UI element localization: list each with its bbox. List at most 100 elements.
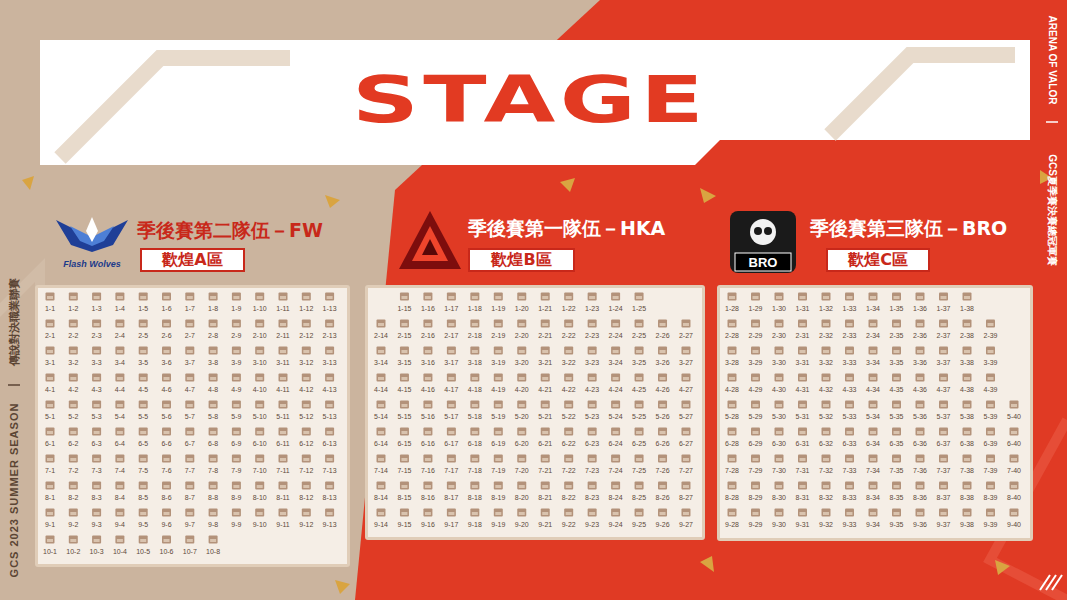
seat-number: 4-1 bbox=[45, 386, 55, 393]
seat-back bbox=[494, 401, 503, 409]
seat-icon bbox=[611, 320, 620, 328]
seat-icon bbox=[255, 509, 264, 517]
seat-number: 1-33 bbox=[842, 305, 856, 312]
seat-back bbox=[939, 482, 948, 490]
seat-number: 6-31 bbox=[795, 440, 809, 447]
fw-logo bbox=[56, 217, 128, 252]
seat-icon bbox=[869, 374, 878, 382]
seat-icon bbox=[447, 428, 456, 436]
seat-icon bbox=[325, 347, 334, 355]
seat-number: 1-21 bbox=[538, 305, 552, 312]
seat-cushion bbox=[683, 350, 689, 353]
seat-cushion bbox=[519, 296, 525, 299]
seat-back bbox=[611, 482, 620, 490]
seat-icon bbox=[939, 401, 948, 409]
seat-icon bbox=[69, 401, 78, 409]
seat-cushion bbox=[495, 404, 501, 407]
seat-cushion bbox=[327, 323, 333, 326]
seat-icon bbox=[400, 428, 409, 436]
seat-number: 2-24 bbox=[609, 332, 623, 339]
seat-cushion bbox=[753, 404, 759, 407]
seat-back bbox=[588, 293, 597, 301]
seat-back bbox=[447, 374, 456, 382]
confetti-piece bbox=[995, 560, 1010, 575]
seat-back bbox=[822, 374, 831, 382]
seat-number: 8-37 bbox=[936, 494, 950, 501]
seat-cushion bbox=[988, 458, 994, 461]
seat-icon bbox=[325, 428, 334, 436]
logo-shape bbox=[422, 239, 438, 255]
seat-back bbox=[46, 482, 55, 490]
seat-back bbox=[775, 455, 784, 463]
seat-back bbox=[963, 455, 972, 463]
seat-cushion bbox=[280, 458, 286, 461]
seat-number: 6-16 bbox=[421, 440, 435, 447]
seat-cushion bbox=[164, 431, 170, 434]
separator bbox=[1046, 121, 1058, 123]
seat-back bbox=[892, 347, 901, 355]
seat-back bbox=[916, 374, 925, 382]
seat-cushion bbox=[117, 539, 123, 542]
seat-back bbox=[775, 428, 784, 436]
seat-back bbox=[279, 455, 288, 463]
seat-cushion bbox=[117, 512, 123, 515]
seat-icon bbox=[939, 374, 948, 382]
seat-number: 8-1 bbox=[45, 494, 55, 501]
seat-back bbox=[69, 455, 78, 463]
seat-number: 4-2 bbox=[68, 386, 78, 393]
seat-number: 3-3 bbox=[92, 359, 102, 366]
seat-icon bbox=[916, 374, 925, 382]
seat-back bbox=[209, 428, 218, 436]
seat-icon bbox=[564, 509, 573, 517]
seat-icon bbox=[775, 482, 784, 490]
seat-cushion bbox=[729, 377, 735, 380]
seat-cushion bbox=[140, 485, 146, 488]
seat-back bbox=[658, 428, 667, 436]
seat-number: 6-8 bbox=[208, 440, 218, 447]
seat-number: 9-37 bbox=[936, 521, 950, 528]
seat-icon bbox=[377, 482, 386, 490]
seat-cushion bbox=[964, 404, 970, 407]
seat-cushion bbox=[776, 377, 782, 380]
seat-number: 2-23 bbox=[585, 332, 599, 339]
seat-icon bbox=[728, 509, 737, 517]
seat-number: 5-13 bbox=[323, 413, 337, 420]
seat-number: 5-34 bbox=[866, 413, 880, 420]
seat-icon bbox=[46, 482, 55, 490]
seat-number: 5-32 bbox=[819, 413, 833, 420]
seat-number: 3-12 bbox=[299, 359, 313, 366]
seat-number: 3-4 bbox=[115, 359, 125, 366]
seat-back bbox=[279, 374, 288, 382]
seat-back bbox=[232, 347, 241, 355]
seat-icon bbox=[869, 401, 878, 409]
seat-back bbox=[400, 455, 409, 463]
seat-cushion bbox=[729, 431, 735, 434]
seat-back bbox=[751, 347, 760, 355]
seat-back bbox=[869, 455, 878, 463]
seat-number: 7-2 bbox=[68, 467, 78, 474]
seat-cushion bbox=[941, 323, 947, 326]
seat-section: 季後賽第三隊伍－BRO1-281-291-301-311-321-331-341… bbox=[717, 285, 1033, 541]
seat-cushion bbox=[519, 377, 525, 380]
seat-number: 5-30 bbox=[772, 413, 786, 420]
seat-cushion bbox=[660, 485, 666, 488]
seat-cushion bbox=[94, 539, 100, 542]
seat-number: 6-26 bbox=[656, 440, 670, 447]
seat-back bbox=[564, 347, 573, 355]
seat-number: 1-28 bbox=[725, 305, 739, 312]
seat-icon bbox=[658, 428, 667, 436]
seat-icon bbox=[302, 347, 311, 355]
seat-icon bbox=[751, 509, 760, 517]
seat-icon bbox=[494, 401, 503, 409]
seat-back bbox=[377, 455, 386, 463]
seat-icon bbox=[541, 293, 550, 301]
seat-icon bbox=[775, 428, 784, 436]
seat-icon bbox=[658, 401, 667, 409]
logo-shape bbox=[730, 211, 796, 273]
seat-number: 5-19 bbox=[491, 413, 505, 420]
seat-number: 9-16 bbox=[421, 521, 435, 528]
seat-number: 8-8 bbox=[208, 494, 218, 501]
seat-icon bbox=[69, 347, 78, 355]
seat-number: 10-8 bbox=[206, 548, 220, 555]
seat-back bbox=[255, 374, 264, 382]
